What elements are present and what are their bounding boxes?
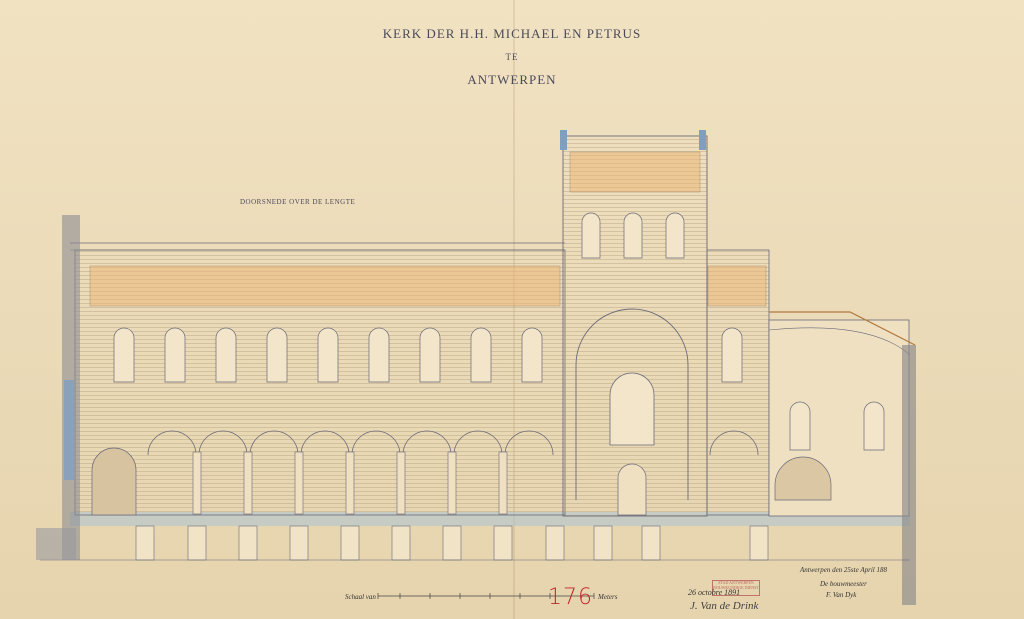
tower-door (617, 463, 647, 516)
handwritten-signature: J. Van de Drink (690, 600, 759, 612)
scale-unit: Meters (598, 593, 618, 601)
apse-roof (769, 311, 916, 346)
tower (562, 135, 708, 517)
handwritten-date: 26 octobre 1891 (688, 588, 741, 597)
tower-great-arch (575, 308, 689, 500)
tower-pinnacle-right (699, 130, 706, 150)
nave-arcade (147, 430, 759, 456)
place-date-note: Antwerpen den 25ste April 188 (800, 566, 887, 574)
apse-tympanum (774, 456, 832, 501)
archive-number: 176 (548, 585, 593, 610)
west-steps (36, 528, 76, 560)
drawing-title: KERK DER H.H. MICHAEL EN PETRUS (382, 26, 642, 41)
drawing-title-city: ANTWERPEN (467, 72, 557, 87)
clerestory-windows (113, 327, 743, 383)
nave-columns (192, 451, 508, 515)
drawing-title-te: TE (505, 52, 519, 62)
foundation-piers (135, 525, 769, 561)
architect-signature: F. Van Dyk (826, 591, 857, 599)
section-subtitle: DOORSNEDE OVER DE LENGTE (240, 198, 356, 206)
tower-window-arch (609, 372, 655, 446)
nave-roof-truss (89, 265, 561, 307)
apse-wall-section (902, 345, 916, 605)
scale-label: Schaal van (345, 593, 376, 601)
architect-role: De bouwmeester (820, 580, 867, 588)
west-entrance (91, 447, 137, 516)
scale-bar (377, 593, 595, 599)
tower-pinnacle-left (560, 130, 567, 150)
archive-stamp: STAD ANTWERPEN BOUWKUNDIGE DIENST (712, 580, 760, 596)
tower-roof-truss (569, 151, 701, 193)
